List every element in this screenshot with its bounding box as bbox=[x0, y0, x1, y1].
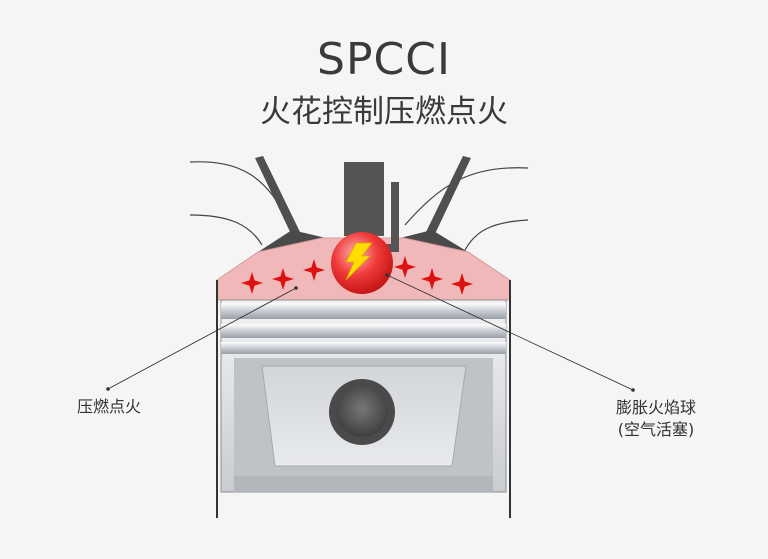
spark-bolt-icon bbox=[345, 242, 373, 281]
piston-ring-2 bbox=[221, 324, 506, 338]
star-icon bbox=[272, 268, 294, 290]
label-fireball-line2: (空气活塞) bbox=[617, 420, 695, 439]
piston-pin bbox=[336, 385, 388, 437]
label-fireball-line1: 膨胀火焰球 bbox=[615, 398, 696, 417]
diagram-subtitle: 火花控制压燃点火 bbox=[260, 94, 508, 130]
ignition-stars bbox=[241, 256, 473, 295]
leader-line-fireball bbox=[386, 274, 634, 391]
star-icon bbox=[421, 268, 443, 290]
piston-ring-3 bbox=[221, 342, 506, 354]
exhaust-valve bbox=[400, 156, 471, 252]
piston bbox=[220, 299, 507, 493]
star-icon bbox=[303, 259, 325, 281]
leader-lines bbox=[106, 273, 635, 392]
label-fireball: 膨胀火焰球 (空气活塞) bbox=[596, 397, 716, 441]
label-compression-ignition: 压燃点火 bbox=[76, 397, 141, 416]
piston-ring-1 bbox=[221, 303, 506, 319]
spark-plug-body bbox=[344, 162, 384, 236]
star-icon bbox=[451, 273, 473, 295]
star-icon bbox=[394, 256, 416, 278]
wire-right-lower bbox=[464, 219, 529, 251]
intake-valve bbox=[255, 156, 326, 252]
wire-left-lower bbox=[189, 214, 263, 246]
diagram-title: SPCCI bbox=[317, 34, 451, 85]
star-icon bbox=[241, 272, 263, 294]
wire-right-upper bbox=[404, 167, 529, 226]
leader-line-compression bbox=[107, 287, 297, 390]
